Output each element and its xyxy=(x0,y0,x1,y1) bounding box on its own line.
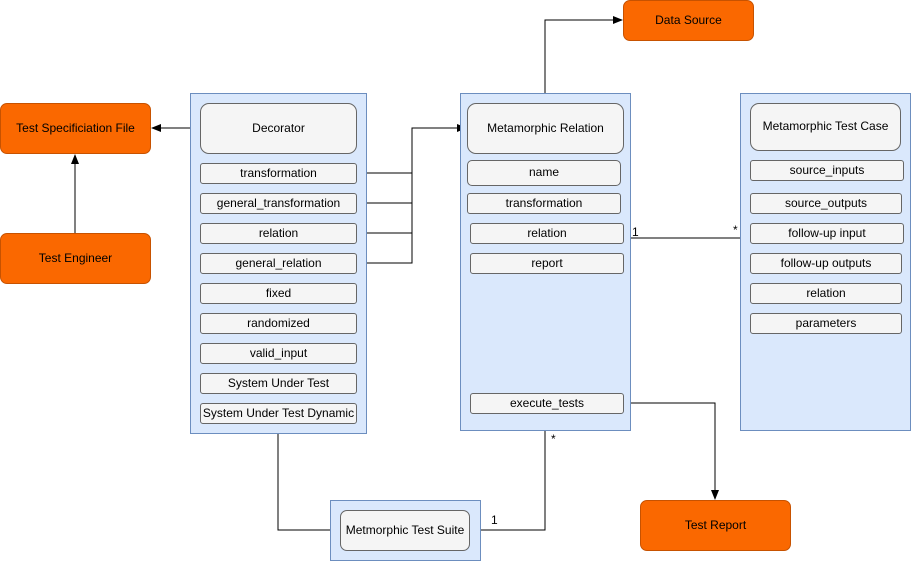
decorator-field[interactable]: System Under Test xyxy=(200,373,357,394)
field-label: System Under Test xyxy=(227,375,330,390)
tc-field[interactable]: relation xyxy=(750,283,902,304)
field-label: parameters xyxy=(795,315,857,330)
decorator-field[interactable]: relation xyxy=(200,223,357,244)
tc-field[interactable]: follow-up outputs xyxy=(750,253,902,274)
field-label: fixed xyxy=(265,285,292,300)
decorator-field[interactable]: general_relation xyxy=(200,253,357,274)
decorator-title: Decorator xyxy=(252,120,305,135)
mr-execute-tests[interactable]: execute_tests xyxy=(470,393,624,414)
field-label: follow-up outputs xyxy=(780,255,872,270)
test-engineer-label: Test Engineer xyxy=(38,250,113,265)
metamorphic-test-case-title: Metamorphic Test Case xyxy=(762,119,889,134)
mr-field-name[interactable]: name xyxy=(467,160,621,186)
decorator-field[interactable]: transformation xyxy=(200,163,357,184)
edge-decorator-to-suite xyxy=(277,433,340,534)
edge-general-relation-to-mr xyxy=(357,128,413,264)
test-engineer-node[interactable]: Test Engineer xyxy=(0,233,151,284)
mr-field[interactable]: relation xyxy=(470,223,624,244)
decorator-field[interactable]: valid_input xyxy=(200,343,357,364)
field-label: source_inputs xyxy=(789,162,865,177)
metamorphic-relation-title: Metamorphic Relation xyxy=(487,120,604,135)
data-source-node[interactable]: Data Source xyxy=(623,0,754,41)
data-source-label: Data Source xyxy=(655,12,722,27)
edge-suite-to-mr xyxy=(481,430,546,531)
field-label: execute_tests xyxy=(509,395,585,410)
test-report-node[interactable]: Test Report xyxy=(640,500,791,551)
edge-execute-to-report xyxy=(624,402,719,500)
multiplicity-label: 1 xyxy=(632,225,639,239)
metamorphic-test-case-header[interactable]: Metamorphic Test Case xyxy=(750,103,901,151)
edge-mr-to-datasource xyxy=(544,16,623,103)
field-label: randomized xyxy=(247,315,310,330)
tc-field[interactable]: source_outputs xyxy=(750,193,902,214)
tc-field[interactable]: parameters xyxy=(750,313,902,334)
decorator-header[interactable]: Decorator xyxy=(200,103,357,154)
decorator-field[interactable]: System Under Test Dynamic xyxy=(200,403,357,424)
test-spec-file-node[interactable]: Test Specificiation File xyxy=(0,103,151,154)
mr-field[interactable]: transformation xyxy=(467,193,621,214)
test-suite-title: Metmorphic Test Suite xyxy=(345,522,465,537)
field-label: source_outputs xyxy=(784,195,868,210)
decorator-field[interactable]: fixed xyxy=(200,283,357,304)
field-label: general_transformation xyxy=(216,195,341,210)
test-report-label: Test Report xyxy=(684,517,747,532)
field-label: System Under Test Dynamic xyxy=(202,405,355,420)
decorator-field[interactable]: general_transformation xyxy=(200,193,357,214)
decorator-field[interactable]: randomized xyxy=(200,313,357,334)
mr-field[interactable]: report xyxy=(470,253,624,274)
field-label: relation xyxy=(527,225,567,240)
tc-field[interactable]: follow-up input xyxy=(750,223,904,244)
field-label: general_relation xyxy=(235,255,322,270)
field-label: valid_input xyxy=(249,345,308,360)
field-label: transformation xyxy=(505,195,583,210)
test-suite-header[interactable]: Metmorphic Test Suite xyxy=(340,510,470,551)
tc-field[interactable]: source_inputs xyxy=(750,160,904,181)
field-label: relation xyxy=(806,285,846,300)
multiplicity-label: 1 xyxy=(491,513,498,527)
metamorphic-relation-header[interactable]: Metamorphic Relation xyxy=(467,103,624,154)
field-label: transformation xyxy=(240,165,317,180)
field-label: follow-up input xyxy=(788,225,866,240)
multiplicity-label: * xyxy=(551,432,556,446)
field-label: name xyxy=(528,165,560,180)
field-label: report xyxy=(531,255,563,270)
test-spec-file-label: Test Specificiation File xyxy=(16,120,135,135)
multiplicity-label: * xyxy=(733,223,738,237)
field-label: relation xyxy=(258,225,299,240)
